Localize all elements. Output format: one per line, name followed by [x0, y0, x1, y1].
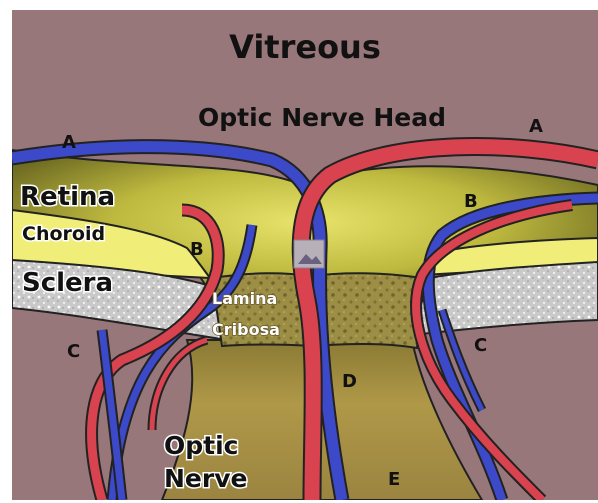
label-nerve: Nerve: [164, 464, 247, 493]
label-lamina: Lamina: [212, 289, 277, 308]
label-optic-nerve-head: Optic Nerve Head: [198, 103, 446, 132]
label-sclera: Sclera: [22, 268, 113, 298]
label-b-right: B: [464, 191, 478, 212]
label-retina: Retina: [20, 182, 115, 212]
label-cribosa: Cribosa: [212, 320, 280, 339]
label-a-right: A: [529, 116, 543, 137]
optic-nerve-head-illustration: Vitreous Optic Nerve Head A A Retina Cho…: [12, 10, 598, 500]
label-d: D: [342, 371, 357, 392]
label-a-left: A: [62, 132, 76, 153]
label-optic: Optic: [164, 431, 239, 460]
optic-nerve-diagram: Vitreous Optic Nerve Head A A Retina Cho…: [12, 10, 598, 500]
label-choroid: Choroid: [22, 223, 105, 245]
label-c-right: C: [474, 335, 487, 356]
label-c-left: C: [67, 341, 80, 362]
label-e: E: [388, 469, 400, 490]
label-vitreous: Vitreous: [229, 28, 381, 66]
label-b-left: B: [190, 239, 204, 260]
